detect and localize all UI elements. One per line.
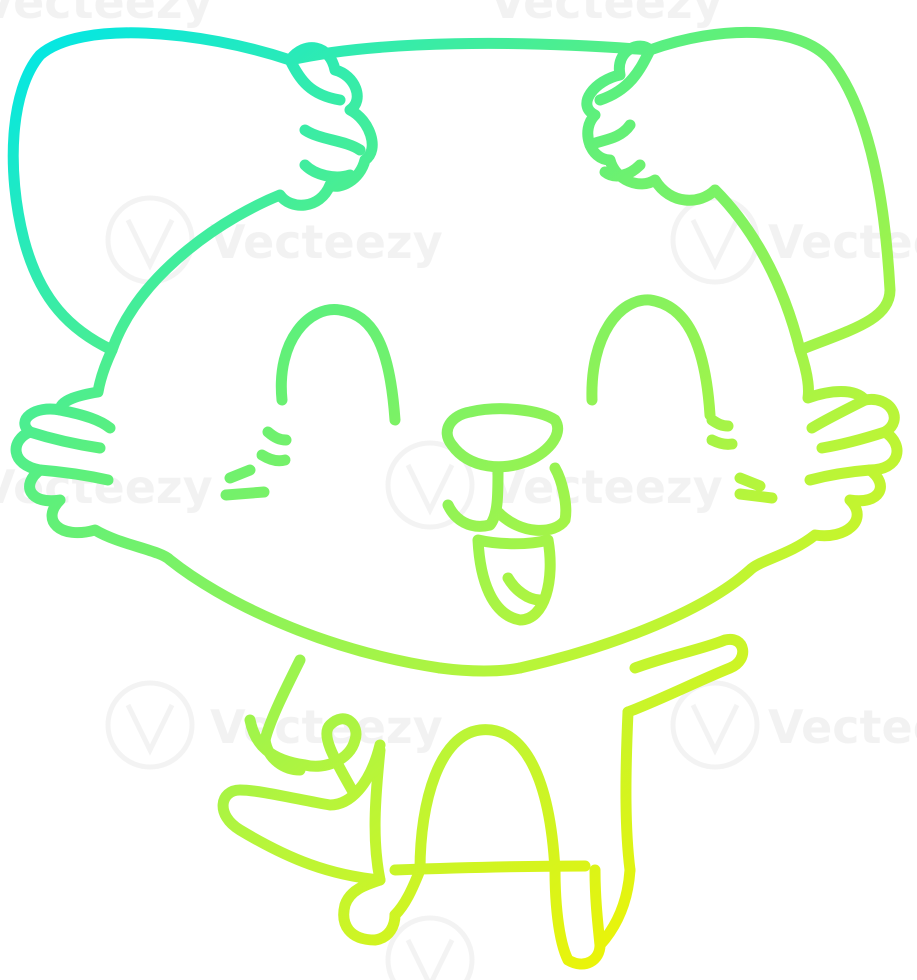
left-cheek-tuft [24, 404, 116, 486]
watermark-text: Vecteezy [490, 0, 723, 29]
right-eye-crease [706, 414, 738, 450]
right-eye [586, 294, 716, 421]
right-leg-outer [594, 864, 636, 951]
right-cheek-marks [734, 472, 778, 504]
left-ear-fold [284, 54, 366, 183]
head-right-side [514, 344, 903, 674]
left-ear [7, 27, 378, 356]
leg-cuff [389, 860, 591, 876]
tail-curl [217, 739, 386, 886]
left-leg [338, 744, 401, 946]
watermark-text: Vecteezy [768, 215, 917, 269]
tongue-line [502, 572, 546, 606]
right-cheek-tuft [804, 394, 891, 486]
right-ear [581, 26, 896, 356]
left-cheek-marks [220, 464, 270, 501]
vecteezy-logo-icon [105, 195, 760, 980]
left-eye-crease [256, 426, 292, 467]
body-left [259, 654, 306, 776]
head-outline [284, 37, 656, 66]
head-bottom [434, 662, 526, 677]
right-leg [549, 864, 606, 970]
watermark-text: Vecteezy [490, 460, 723, 514]
head-left-side [10, 344, 446, 674]
mouth [442, 462, 572, 536]
right-ear-fold [584, 44, 656, 182]
tail [244, 713, 362, 796]
left-eye [275, 304, 401, 426]
nose [441, 403, 564, 473]
body-right-arm [622, 633, 749, 718]
watermark-text: Vecteezy [210, 215, 443, 269]
drawing-strokes [7, 26, 903, 970]
body-right-side [620, 706, 636, 876]
left-leg-inner [389, 864, 426, 921]
leg-arch [414, 724, 561, 876]
watermark-text: Vecteezy [0, 0, 213, 29]
watermark-text: Vecteezy [768, 700, 917, 754]
